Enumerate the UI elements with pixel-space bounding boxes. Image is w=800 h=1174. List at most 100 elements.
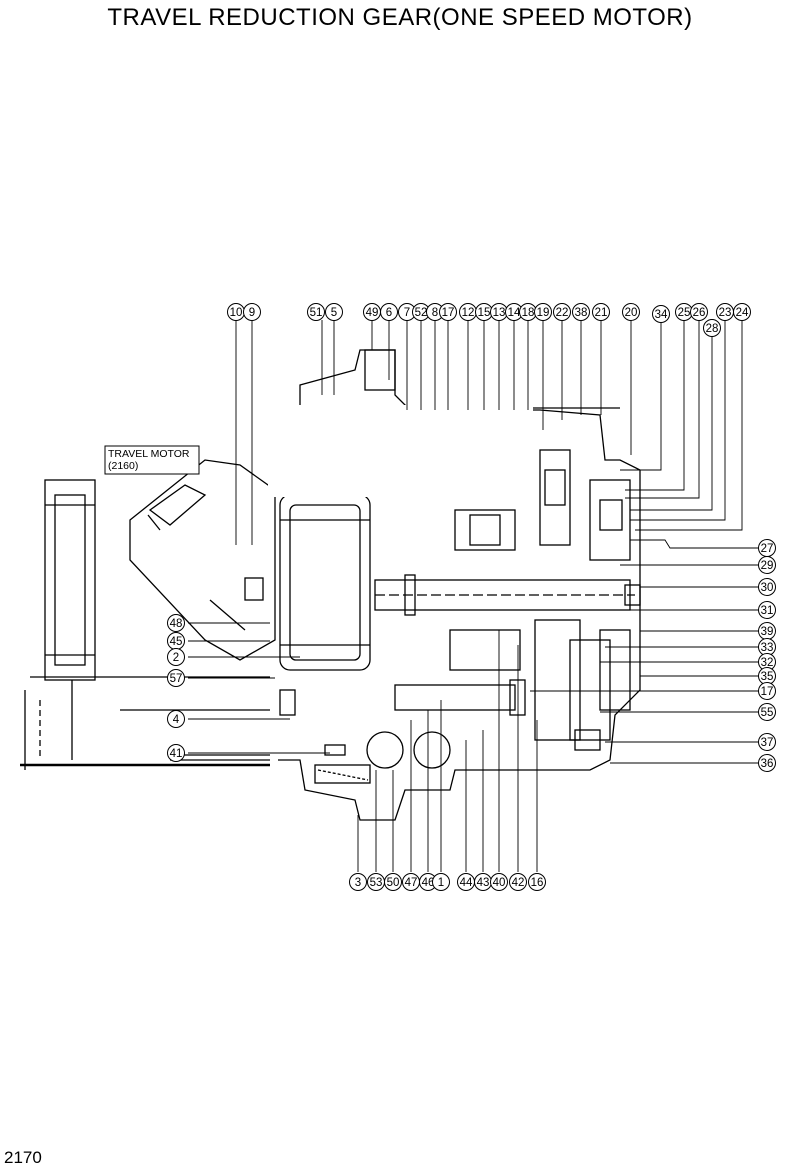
callout-number: 14	[508, 307, 521, 319]
callout-21: 21	[592, 303, 610, 321]
callout-number: 4	[173, 714, 180, 726]
callout-number: 31	[761, 605, 774, 617]
callout-number: 33	[761, 642, 774, 654]
callout-10: 10	[227, 303, 245, 321]
callout-36: 36	[758, 754, 776, 772]
callout-number: 38	[575, 307, 588, 319]
callout-number: 57	[170, 673, 183, 685]
callout-34: 34	[652, 305, 670, 323]
callout-17: 17	[758, 682, 776, 700]
callout-23: 23	[716, 303, 734, 321]
travel-motor-label-line1: TRAVEL MOTOR	[108, 448, 190, 460]
callout-4: 4	[167, 710, 185, 728]
callout-number: 7	[404, 307, 410, 319]
callout-number: 10	[230, 307, 243, 319]
callout-38: 38	[572, 303, 590, 321]
callout-46: 46	[419, 873, 437, 891]
callout-number: 21	[595, 307, 608, 319]
callout-6: 6	[380, 303, 398, 321]
callout-number: 53	[370, 877, 383, 889]
callout-27: 27	[758, 539, 776, 557]
callout-number: 35	[761, 671, 774, 683]
callout-1: 1	[432, 873, 450, 891]
callout-3: 3	[349, 873, 367, 891]
callout-51: 51	[307, 303, 325, 321]
callout-2: 2	[167, 648, 185, 666]
callout-28: 28	[703, 319, 721, 337]
callout-5: 5	[325, 303, 343, 321]
callout-number: 40	[493, 877, 506, 889]
leader-lines	[188, 320, 765, 872]
callout-number: 22	[556, 307, 569, 319]
callout-number: 49	[366, 307, 379, 319]
callout-number: 24	[736, 307, 749, 319]
callout-number: 27	[761, 543, 774, 555]
callout-number: 37	[761, 737, 774, 749]
callout-55: 55	[758, 703, 776, 721]
page-title: TRAVEL REDUCTION GEAR(ONE SPEED MOTOR)	[107, 4, 693, 31]
callout-52: 52	[412, 303, 430, 321]
callout-number: 8	[432, 307, 438, 319]
callout-16: 16	[528, 873, 546, 891]
callout-30: 30	[758, 578, 776, 596]
callout-number: 1	[438, 877, 444, 889]
left-flange-plate	[20, 479, 270, 770]
callout-number: 19	[537, 307, 550, 319]
callout-number: 20	[625, 307, 638, 319]
callout-40: 40	[490, 873, 508, 891]
callout-number: 29	[761, 560, 774, 572]
callout-number: 52	[415, 307, 428, 319]
callout-number: 47	[405, 877, 418, 889]
callout-number: 30	[761, 582, 774, 594]
callout-26: 26	[690, 303, 708, 321]
travel-motor-body	[129, 459, 276, 661]
callout-12: 12	[459, 303, 477, 321]
callout-number: 55	[761, 707, 774, 719]
callout-number: 48	[170, 618, 183, 630]
callout-15: 15	[475, 303, 493, 321]
callout-49: 49	[363, 303, 381, 321]
callout-number: 28	[706, 323, 719, 335]
callout-24: 24	[733, 303, 751, 321]
callout-50: 50	[384, 873, 402, 891]
callout-number: 6	[386, 307, 392, 319]
callout-53: 53	[367, 873, 385, 891]
callout-number: 15	[478, 307, 491, 319]
travel-motor-label-line2: (2160)	[108, 460, 138, 472]
callout-number: 16	[531, 877, 544, 889]
travel-motor-label: TRAVEL MOTOR (2160)	[104, 445, 200, 475]
callout-number: 3	[355, 877, 361, 889]
callout-45: 45	[167, 632, 185, 650]
masked-area	[268, 405, 533, 497]
callout-number: 46	[422, 877, 435, 889]
callout-19: 19	[534, 303, 552, 321]
callout-29: 29	[758, 556, 776, 574]
callout-number: 50	[387, 877, 400, 889]
callout-13: 13	[490, 303, 508, 321]
callout-17: 17	[439, 303, 457, 321]
callout-number: 12	[462, 307, 475, 319]
callout-25: 25	[675, 303, 693, 321]
callout-44: 44	[457, 873, 475, 891]
callout-number: 17	[761, 686, 774, 698]
callout-number: 42	[512, 877, 525, 889]
callout-20: 20	[622, 303, 640, 321]
callout-number: 43	[477, 877, 490, 889]
callout-number: 13	[493, 307, 506, 319]
callout-43: 43	[474, 873, 492, 891]
callout-number: 23	[719, 307, 732, 319]
callout-41: 41	[167, 744, 185, 762]
callout-37: 37	[758, 733, 776, 751]
drive-shaft	[374, 574, 641, 616]
callout-47: 47	[402, 873, 420, 891]
callout-33: 33	[758, 638, 776, 656]
callout-18: 18	[519, 303, 537, 321]
callout-number: 25	[678, 307, 691, 319]
callout-number: 2	[173, 652, 179, 664]
callout-number: 17	[442, 307, 455, 319]
callout-9: 9	[243, 303, 261, 321]
callout-31: 31	[758, 601, 776, 619]
callout-35: 35	[758, 667, 776, 685]
